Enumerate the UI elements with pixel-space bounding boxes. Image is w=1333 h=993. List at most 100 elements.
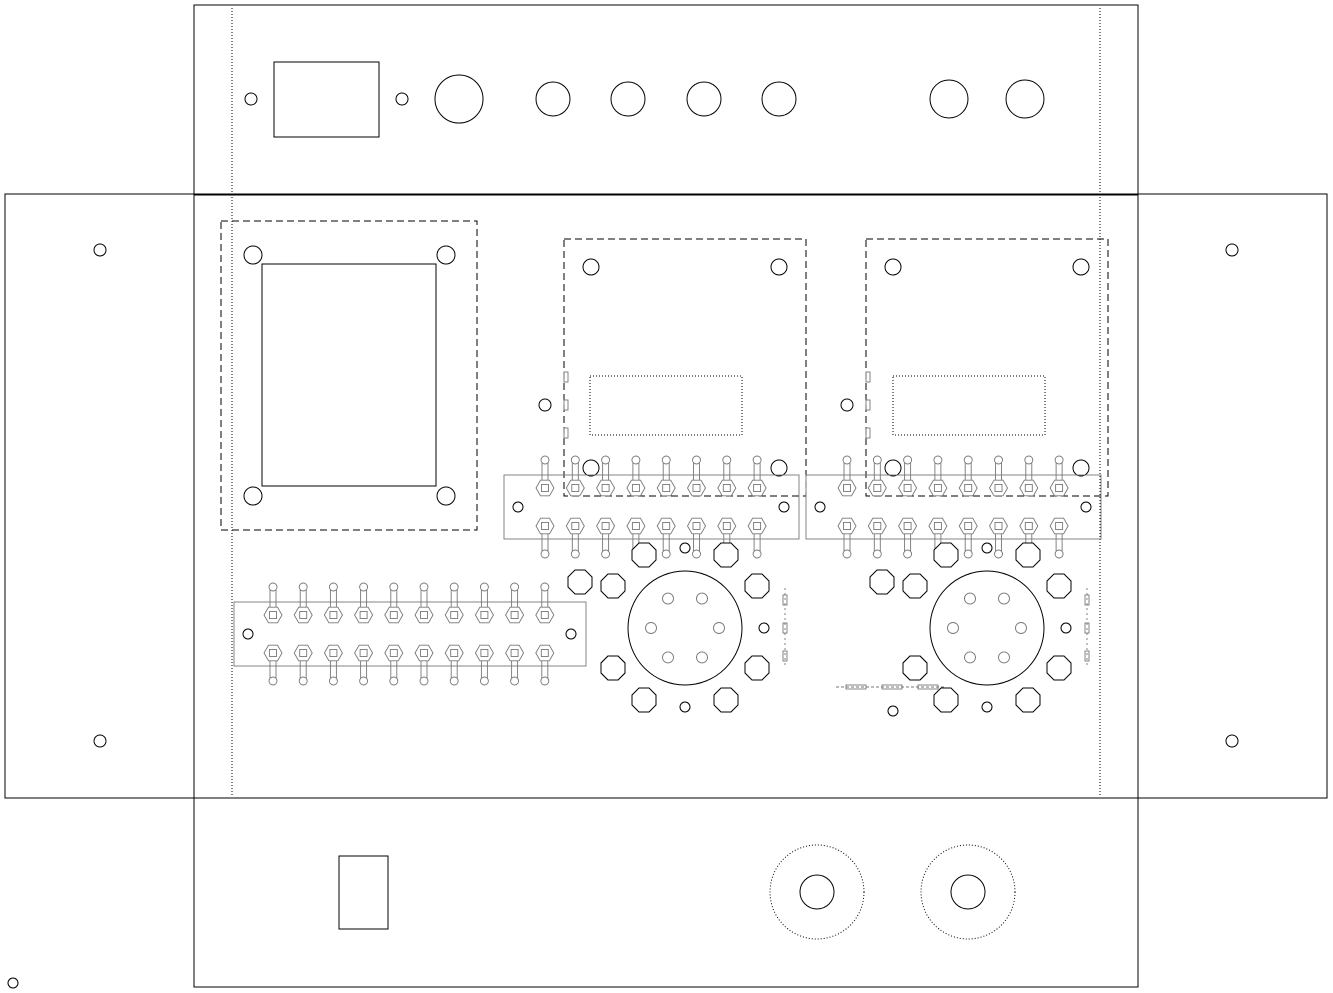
lug-rivet [717, 479, 737, 497]
chassis-screw-hole [887, 705, 899, 717]
terminal-strip-long [233, 582, 587, 686]
output-transformer-lead-window [892, 375, 1046, 436]
lug-tab [964, 522, 973, 530]
front-panel-knob-hole [610, 81, 646, 117]
lug-eyelet [994, 549, 1003, 559]
lug-rivet [686, 517, 707, 535]
lug-tab [359, 611, 368, 619]
side-flap-screw-hole [93, 243, 107, 257]
standoff-hole [744, 573, 770, 599]
lug-tab [601, 522, 610, 530]
lug-eyelet [661, 549, 671, 559]
rear-panel-binding-post-plate [920, 844, 1016, 940]
lug-rivet [1049, 517, 1069, 535]
lug-eyelet [872, 549, 882, 559]
rear-panel-outline [193, 797, 1139, 988]
lug-eyelet [1054, 455, 1064, 465]
lug-eyelet [359, 676, 369, 686]
lug-tab [994, 522, 1003, 530]
lug-eyelet [752, 455, 762, 465]
lug-tab [571, 484, 580, 492]
lug-rivet [596, 517, 616, 535]
tube-socket-pin [662, 651, 674, 664]
lug-tab [269, 611, 277, 619]
lug-rivet [898, 479, 918, 497]
standoff-hole [567, 569, 593, 595]
lug-eyelet [479, 582, 489, 592]
lug-rivet [474, 644, 494, 662]
front-panel-screw-hole-right [395, 92, 409, 106]
lug-eyelet [540, 582, 550, 592]
lug-rivet [837, 517, 857, 535]
lug-eyelet [903, 549, 913, 559]
lug-rivet [323, 606, 343, 624]
lug-eyelet [540, 455, 550, 465]
standoff-hole [1046, 655, 1072, 681]
lug-eyelet [601, 549, 611, 559]
lug-eyelet [872, 455, 882, 465]
lug-rivet [867, 517, 887, 535]
lug-tab [571, 522, 580, 530]
lug-tab [389, 649, 398, 657]
transformer-mount-hole [436, 245, 456, 265]
lug-eyelet [479, 676, 489, 686]
lug-tab [631, 522, 640, 530]
tube-socket-pin [947, 622, 959, 634]
lug-tab [873, 484, 882, 492]
lug-eyelet [419, 676, 429, 686]
lug-rivet [505, 644, 525, 662]
lug-rivet [535, 606, 555, 624]
tube-socket-pin [1015, 622, 1027, 634]
tube-socket-hole [929, 570, 1045, 686]
lug-eyelet [631, 455, 641, 465]
tube-socket-pin [696, 592, 708, 605]
tube-sockets [567, 542, 1072, 713]
standoff-hole [600, 655, 626, 681]
lug-eyelet [328, 582, 338, 592]
lug-tab [631, 484, 640, 492]
lug-rivet [535, 517, 555, 535]
tube-socket-hole [627, 570, 743, 686]
lug-tab [329, 611, 338, 619]
lug-tab [510, 611, 519, 619]
lug-rivet [626, 517, 646, 535]
lug-rivet [444, 606, 464, 624]
socket-screw-hole [758, 622, 770, 634]
lug-eyelet [601, 455, 611, 465]
tube-socket-left [567, 542, 770, 713]
output-transformer-mount-hole [582, 258, 600, 276]
lug-tab [299, 649, 308, 657]
lug-eyelet [449, 582, 459, 592]
lug-tab [1055, 522, 1064, 530]
lug-eyelet [268, 676, 278, 686]
lug-rivet [747, 517, 767, 535]
lug-tab [1024, 484, 1033, 492]
reference-hole [7, 977, 19, 989]
lug-tab [329, 649, 338, 657]
chassis-screw-hole [538, 398, 552, 412]
standoff-hole [1015, 687, 1041, 713]
lug-rivet [384, 644, 404, 662]
terminal-strip-mount-hole [814, 501, 826, 513]
front-panel-jack-hole [1005, 79, 1045, 119]
lug-tab [1024, 522, 1033, 530]
socket-screw-hole [1060, 622, 1072, 634]
front-panel-knob-hole [535, 81, 571, 117]
lug-rivet [958, 517, 978, 535]
lug-eyelet [268, 582, 278, 592]
lug-rivet [263, 644, 283, 662]
lug-eyelet [963, 549, 973, 559]
standoff-hole [933, 687, 959, 713]
lug-tab [843, 522, 851, 530]
front-panel-knob-hole [761, 81, 797, 117]
lug-tab [480, 611, 489, 619]
output-transformer-mount-hole [770, 258, 788, 276]
terminal-strip-board [805, 474, 1102, 540]
lug-eyelet [963, 455, 973, 465]
front-panel [193, 4, 1139, 196]
standoff-hole [1015, 542, 1041, 568]
lug-eyelet [359, 582, 369, 592]
resistor-mark [1084, 650, 1090, 662]
standoff-hole [744, 655, 770, 681]
